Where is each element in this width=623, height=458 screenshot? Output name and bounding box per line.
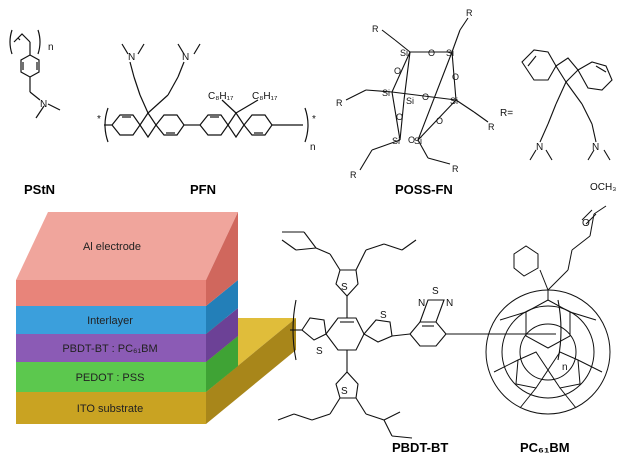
poss-structure (345, 17, 489, 171)
pfn-n-subscript: n (310, 142, 316, 153)
layer-al-front (16, 280, 206, 306)
poss-o-1: O (428, 48, 435, 58)
layer-active-side (206, 308, 238, 362)
pbdtbt-nitrogen-left: N (418, 298, 425, 309)
r-group-nitrogen-left: N (536, 142, 543, 153)
pbdtbt-sulfur-bottom-thiophene: S (341, 386, 348, 397)
layer-al-label: Al electrode (83, 241, 141, 253)
pbdtbt-label: PBDT-BT (392, 440, 448, 455)
pfn-nitrogen-left: N (128, 52, 135, 63)
layer-ito-label: ITO substrate (77, 403, 143, 415)
poss-si-4: Si (450, 96, 458, 106)
device-stack (16, 212, 296, 424)
layer-al-top (16, 212, 238, 280)
pbdtbt-sulfur-right: S (380, 310, 387, 321)
layer-pedot-side (206, 336, 238, 392)
pfn-structure (104, 43, 309, 143)
poss-r-6: R (452, 164, 459, 174)
poss-o-6: O (436, 116, 443, 126)
pcbm-methoxy: OCH₃ (590, 182, 616, 193)
pbdtbt-sulfur-bt: S (432, 286, 439, 297)
pbdtbt-n-subscript: n (562, 362, 568, 373)
pstn-label: PStN (24, 182, 55, 197)
poss-o-2: O (394, 66, 401, 76)
layer-pedot-front (16, 362, 206, 392)
poss-o-5: O (396, 112, 403, 122)
poss-o-3: O (452, 72, 459, 82)
layer-interlayer-side (206, 280, 238, 334)
pfn-octyl-left: C₈H₁₇ (208, 91, 234, 102)
poss-si-5: Si (406, 96, 414, 106)
poss-o-7: O (408, 135, 415, 145)
layer-ito-side (206, 318, 296, 424)
poss-r-2: R (466, 8, 473, 18)
pbdtbt-structure (277, 231, 562, 439)
poss-r-3: R (336, 98, 343, 108)
layer-interlayer-front (16, 306, 206, 334)
poss-r-definition: R= (500, 108, 513, 119)
pfn-star-left: * (97, 114, 101, 125)
pfn-octyl-right: C₈H₁₇ (252, 91, 278, 102)
layer-active-front (16, 334, 206, 362)
pcbm-label: PC₆₁BM (520, 440, 570, 455)
pstn-structure (9, 29, 61, 119)
pstn-nitrogen: N (40, 99, 47, 110)
pcbm-oxygen: O (582, 218, 590, 229)
pbdtbt-sulfur-top-thiophene: S (341, 282, 348, 293)
r-group-structure (521, 49, 613, 161)
poss-si-2: Si (446, 48, 454, 58)
pbdtbt-nitrogen-right: N (446, 298, 453, 309)
poss-r-4: R (488, 122, 495, 132)
pcbm-structure (485, 205, 611, 415)
poss-o-4: O (422, 92, 429, 102)
layer-al-side (206, 212, 238, 306)
layer-ito-front (16, 392, 206, 424)
pfn-star-right: * (312, 114, 316, 125)
layer-pedot-label: PEDOT : PSS (76, 372, 145, 384)
poss-si-1: Si (400, 48, 408, 58)
poss-si-3: Si (382, 88, 390, 98)
poss-si-7: Si (414, 136, 422, 146)
poss-r-1: R (372, 24, 379, 34)
poss-r-5: R (350, 170, 357, 180)
poss-label: POSS-FN (395, 182, 453, 197)
r-group-nitrogen-right: N (592, 142, 599, 153)
layer-interlayer-label: Interlayer (87, 315, 133, 327)
poss-si-6: Si (392, 136, 400, 146)
pfn-label: PFN (190, 182, 216, 197)
layer-active-label: PBDT-BT : PC₆₁BM (62, 343, 157, 355)
pbdtbt-sulfur-left: S (316, 346, 323, 357)
pfn-nitrogen-right: N (182, 52, 189, 63)
pstn-n-subscript: n (48, 42, 54, 53)
